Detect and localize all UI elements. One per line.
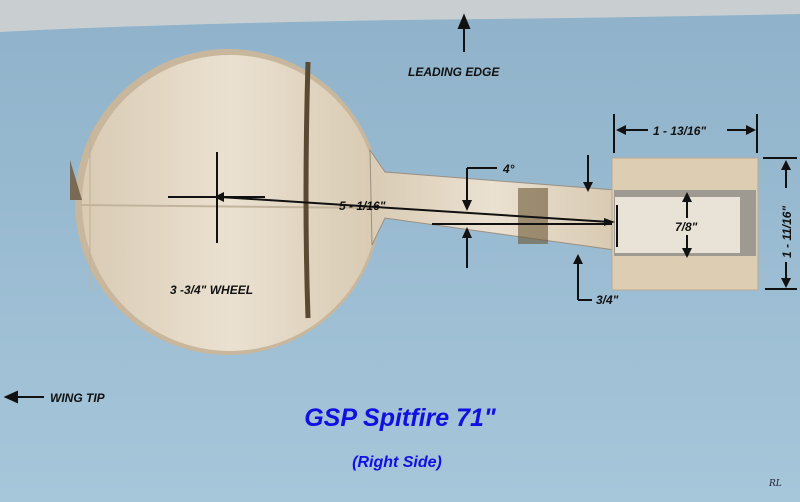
dimension-lines: [3, 13, 797, 404]
block-length-label: 1 - 13/16": [653, 124, 706, 138]
arrowheads: [214, 125, 791, 288]
axle-offset-label: 5 - 1/16": [339, 199, 386, 213]
foam-leading-edge: [0, 0, 800, 32]
signature: RL: [768, 479, 782, 489]
leading-edge-label: LEADING EDGE: [408, 65, 500, 79]
wheel-well: [70, 49, 381, 355]
mount-block: [611, 157, 759, 291]
wheel-size-label: 3 -3/4" WHEEL: [170, 283, 253, 297]
page-title: GSP Spitfire 71": [304, 404, 497, 432]
wing-tip-label: WING TIP: [50, 391, 106, 405]
arm-width-label: 3/4": [596, 293, 619, 307]
slot-width-label: 7/8": [675, 220, 698, 234]
block-height-label: 1 - 11/16": [780, 206, 794, 258]
angle-label: 4°: [502, 162, 515, 176]
page-subtitle: (Right Side): [352, 454, 442, 471]
